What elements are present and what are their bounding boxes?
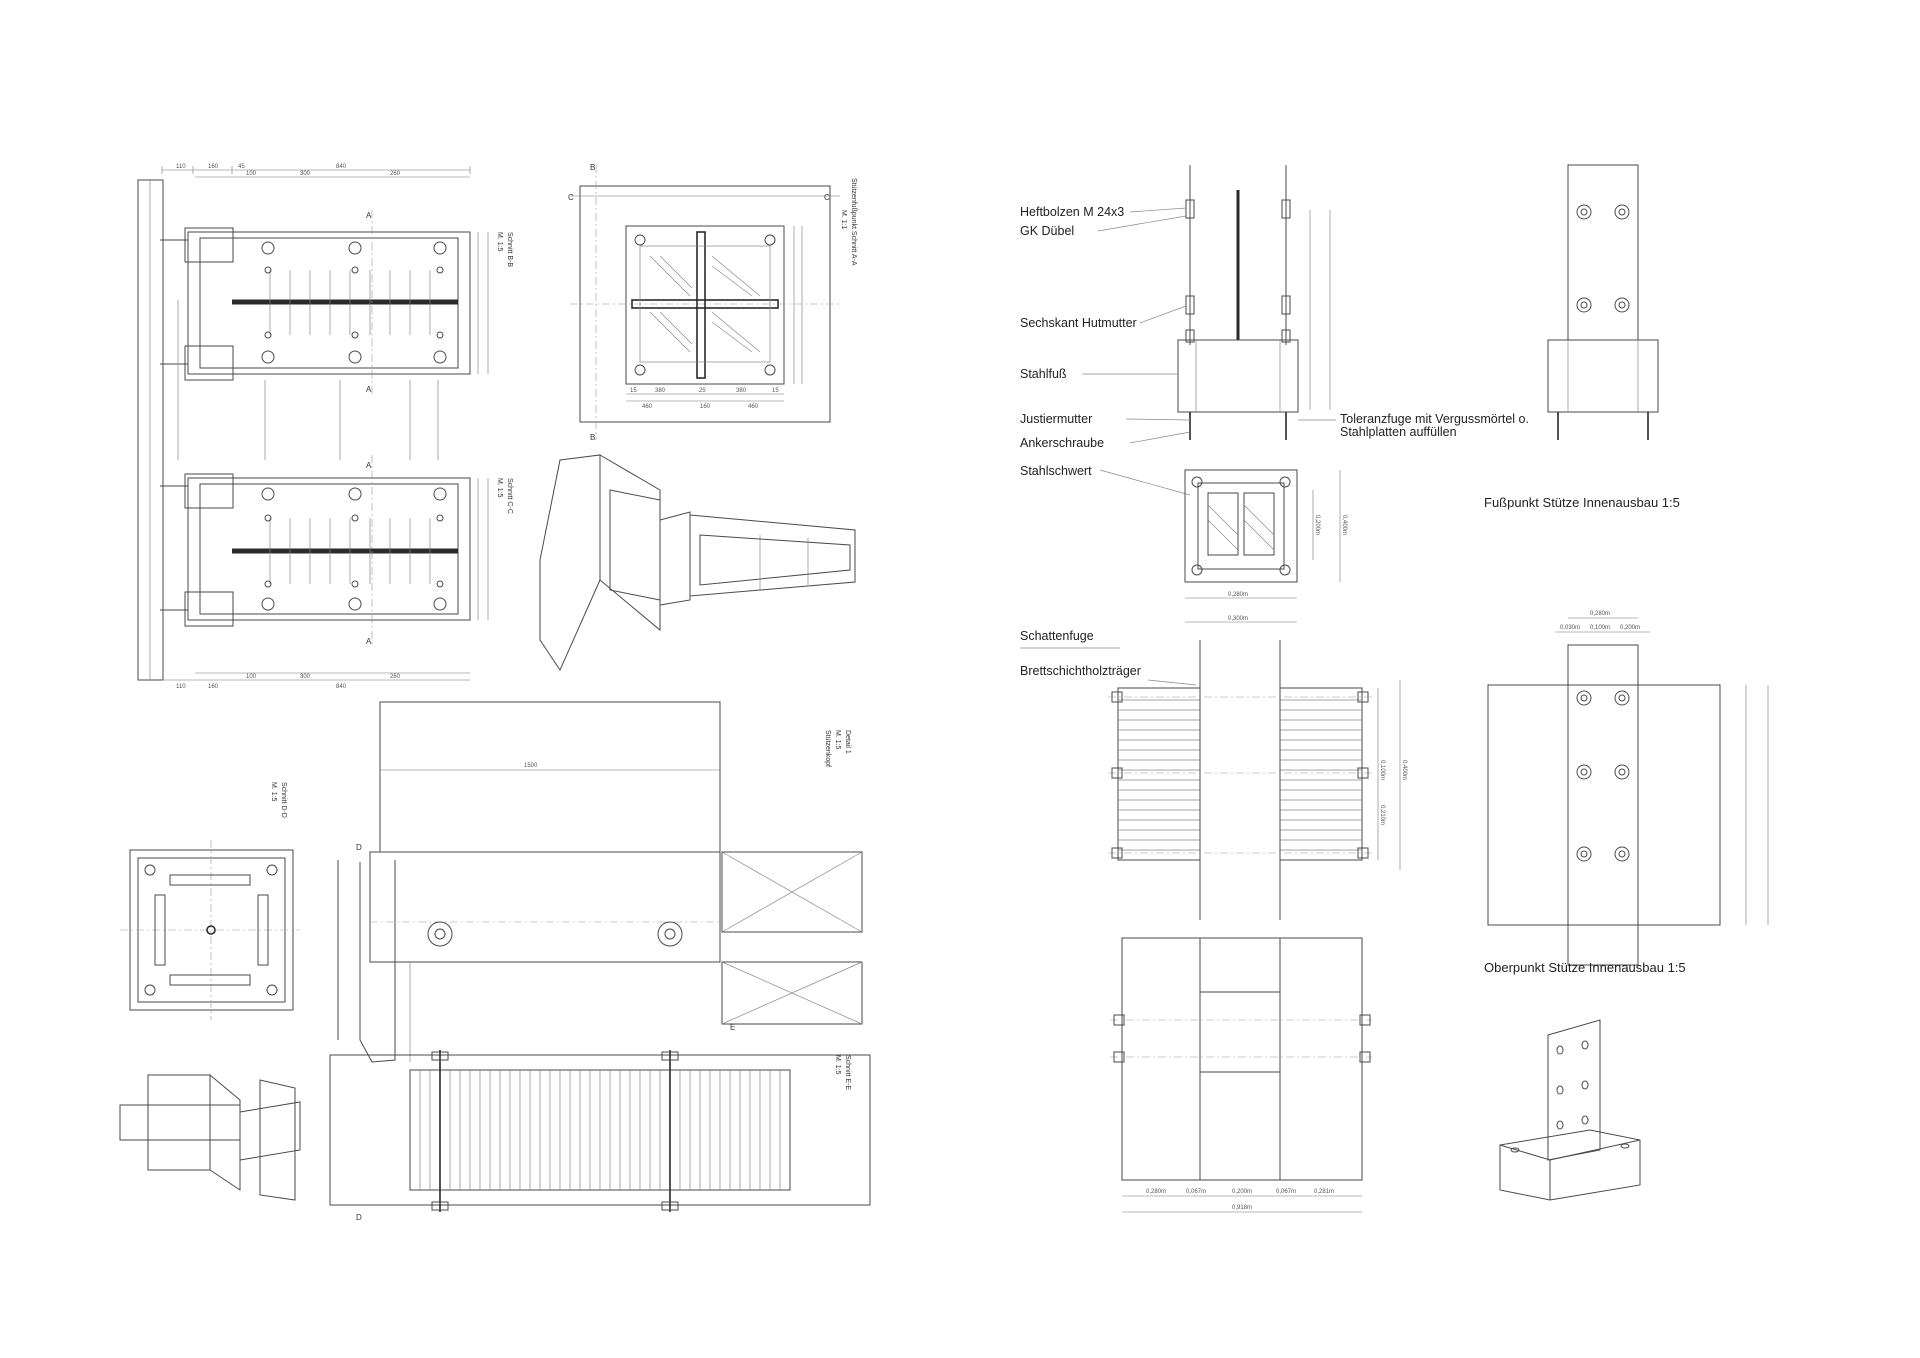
- section-ee-title: Schnitt E-E: [844, 1055, 851, 1090]
- label-toleranz-2: Stahlplatten auffüllen: [1340, 425, 1457, 439]
- label-sechskant: Sechskant Hutmutter: [1020, 316, 1137, 330]
- label-leaders: [1082, 207, 1336, 496]
- fuss-dim-2: 0,300m: [1228, 616, 1248, 622]
- leader-bsh: [1147, 679, 1197, 686]
- beam-dim-2: 0,210m: [1379, 805, 1385, 825]
- annotation-leaders: [177, 300, 439, 460]
- dimension-chain-bottom: 110 160 100 300 260 840: [162, 672, 470, 690]
- beam-dim-1: 0,100m: [1379, 760, 1385, 780]
- isometric-column-head: [119, 1073, 301, 1201]
- label-justiermutter: Justiermutter: [1020, 412, 1092, 426]
- ober-top-dim-4: 0,200m: [1620, 625, 1640, 631]
- oberpunkt-side-elevation: 0,280m 0,030m 0,100m 0,200m: [1487, 611, 1769, 966]
- marker-d-1: D: [356, 843, 362, 852]
- base-plan-title: Stützenfußpunkt Schnitt A-A: [850, 178, 857, 266]
- ober-top-dim-2: 0,030m: [1560, 625, 1580, 631]
- dim-top-5: 300: [300, 171, 311, 177]
- ober-bottom-dim-2: 0,067m: [1186, 1189, 1206, 1195]
- marker-a-bottom-2: A: [366, 637, 372, 646]
- marker-c-left: C: [568, 193, 574, 202]
- dim-top-6: 840: [336, 164, 347, 170]
- plan-dim-3: 25: [699, 388, 706, 394]
- dimension-chain-top: 110 160 45 100 300 840 260: [161, 164, 471, 178]
- beam-dim-3: 0,400m: [1401, 760, 1407, 780]
- isometric-steel-foot: [1499, 1019, 1641, 1201]
- fusspunkt-plan: 0,280m 0,300m 0,200m 0,400m: [1184, 469, 1347, 623]
- plan-dim-7: 160: [700, 404, 711, 410]
- ober-total-dim: 0,918m: [1232, 1205, 1252, 1211]
- base-plan-scale: M. 1:1: [840, 210, 847, 230]
- detail-dim: 1500: [524, 763, 538, 769]
- marker-a-bottom: A: [366, 385, 372, 394]
- ober-bottom-dim-4: 0,067m: [1276, 1189, 1296, 1195]
- fuss-dim-4: 0,400m: [1341, 515, 1347, 535]
- wall-strip: [137, 179, 164, 681]
- oberpunkt-front-elevation: 0,280m 0,067m 0,200m 0,067m 0,281m 0,918…: [1110, 937, 1372, 1213]
- section-ee-scale: M. 1:5: [834, 1055, 841, 1075]
- marker-b-top: B: [590, 163, 595, 172]
- label-ankerschraube: Ankerschraube: [1020, 436, 1104, 450]
- fusspunkt-elevation: [1177, 165, 1331, 440]
- dim-top-1: 110: [176, 164, 186, 170]
- detail-1-scale: M. 1:5: [834, 730, 841, 750]
- section-dd-drawing: [120, 840, 300, 1020]
- dim-top-7: 260: [390, 171, 401, 177]
- detail-1-subtitle: Stützenkopf: [824, 730, 831, 767]
- fuss-dim-3: 0,200m: [1314, 515, 1320, 535]
- section-ee-drawing: D D E: [329, 843, 871, 1222]
- dim-top-4: 100: [246, 171, 257, 177]
- label-stahlschwert: Stahlschwert: [1020, 464, 1092, 478]
- ober-bottom-dim-5: 0,281m: [1314, 1189, 1334, 1195]
- ober-bottom-dim-3: 0,200m: [1232, 1189, 1252, 1195]
- label-toleranz-1: Toleranzfuge mit Vergussmörtel o.: [1340, 412, 1529, 426]
- section-dd-scale: M. 1:5: [270, 782, 277, 802]
- ober-top-dim-3: 0,100m: [1590, 625, 1610, 631]
- plan-dim-5: 15: [772, 388, 779, 394]
- label-heftbolzen: Heftbolzen M 24x3: [1020, 205, 1124, 219]
- section-bb-drawing: A A: [160, 210, 489, 395]
- dim-bottom-2: 160: [208, 684, 219, 690]
- detail-1-drawing: 1500: [337, 701, 863, 1063]
- dim-top-2: 160: [208, 164, 219, 170]
- dim-bottom-1: 110: [176, 684, 186, 690]
- fuss-dim-1: 0,280m: [1228, 592, 1248, 598]
- plan-dim-8: 460: [748, 404, 759, 410]
- marker-a-top-2: A: [366, 461, 372, 470]
- section-dd-title: Schnitt D-D: [280, 782, 287, 818]
- marker-a-top: A: [366, 211, 372, 220]
- title-oberpunkt: Oberpunkt Stütze Innenausbau 1:5: [1484, 960, 1686, 975]
- dim-bottom-6: 840: [336, 684, 347, 690]
- section-bb-title: Schnitt B-B: [506, 232, 513, 267]
- section-bb-scale: M. 1:5: [496, 232, 503, 252]
- ober-top-dim-1: 0,280m: [1590, 611, 1610, 617]
- fusspunkt-side-elevation: [1547, 164, 1659, 440]
- plan-dim-2: 380: [655, 388, 666, 394]
- dim-top-3: 45: [238, 164, 245, 170]
- plan-dim-4: 380: [736, 388, 747, 394]
- section-cc-scale: M. 1:5: [496, 478, 503, 498]
- plan-dim-1: 15: [630, 388, 637, 394]
- marker-e: E: [730, 1023, 735, 1032]
- oberpunkt-section: 0,100m 0,210m 0,400m: [1108, 640, 1407, 920]
- base-plan-drawing: 15 380 25 380 15 460 160 460 B B C C: [568, 163, 840, 442]
- detail-1-title: Detail 1: [844, 730, 851, 754]
- label-stahlfuss: Stahlfuß: [1020, 367, 1067, 381]
- marker-b-bottom: B: [590, 433, 595, 442]
- title-fusspunkt: Fußpunkt Stütze Innenausbau 1:5: [1484, 495, 1680, 510]
- label-schattenfuge: Schattenfuge: [1020, 629, 1094, 643]
- label-bsh: Brettschichtholzträger: [1020, 664, 1141, 678]
- section-cc-title: Schnitt C-C: [506, 478, 513, 514]
- dim-bottom-4: 300: [300, 674, 311, 680]
- marker-d-2: D: [356, 1213, 362, 1222]
- isometric-column-base: [539, 454, 856, 672]
- section-cc-drawing: A A: [160, 455, 489, 646]
- ober-bottom-dim-1: 0,280m: [1146, 1189, 1166, 1195]
- label-gk-duebel: GK Dübel: [1020, 224, 1074, 238]
- dim-bottom-5: 260: [390, 674, 401, 680]
- plan-dim-6: 460: [642, 404, 653, 410]
- marker-c-right: C: [824, 193, 830, 202]
- dim-bottom-3: 100: [246, 674, 257, 680]
